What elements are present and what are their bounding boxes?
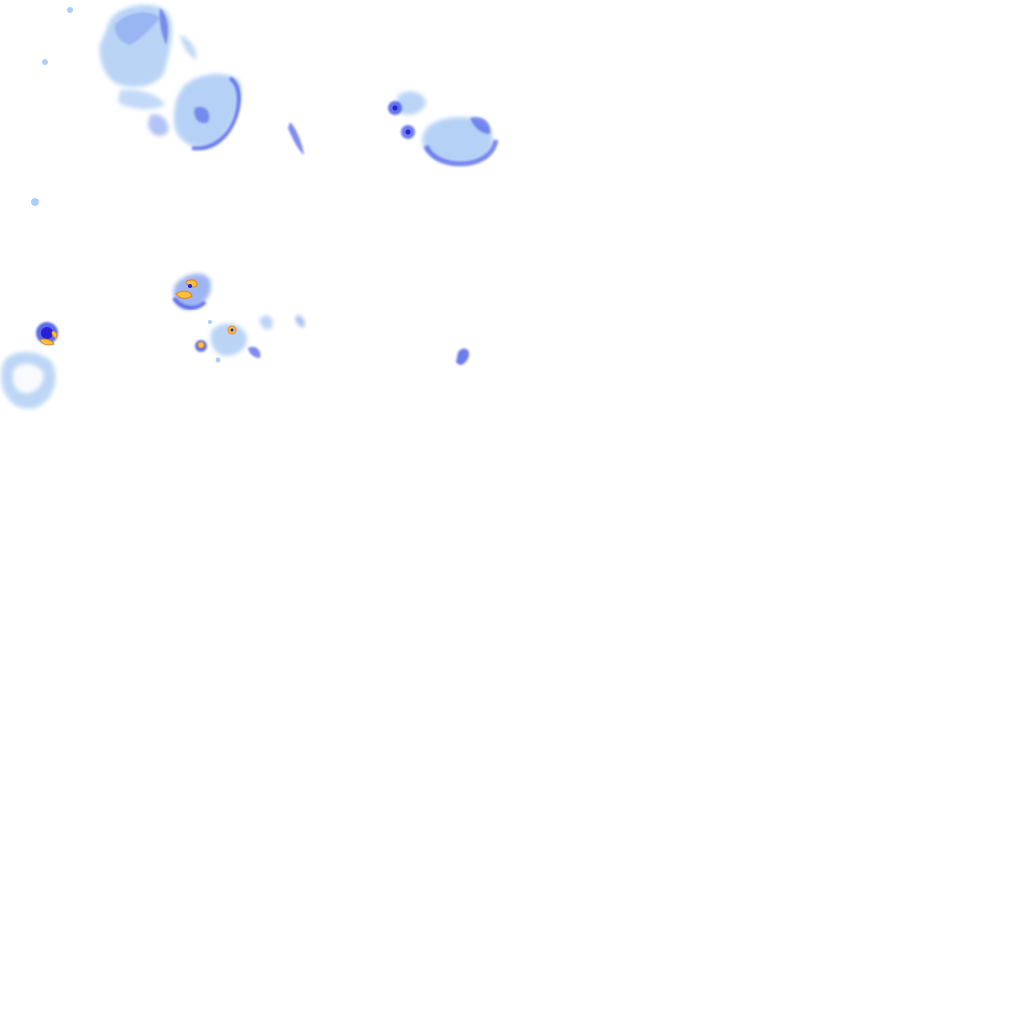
echo-east-isolated: [456, 348, 470, 365]
echo-central-cell: [172, 273, 211, 310]
echo-central-south: [195, 315, 305, 363]
echo-west-small: [36, 322, 58, 346]
echo-north-streak: [288, 122, 304, 155]
echo-northwest-large: [31, 4, 173, 206]
echo-north-central: [388, 91, 499, 167]
echo-northwest-lobe: [148, 35, 242, 151]
echo-west-ring: [1, 351, 56, 409]
